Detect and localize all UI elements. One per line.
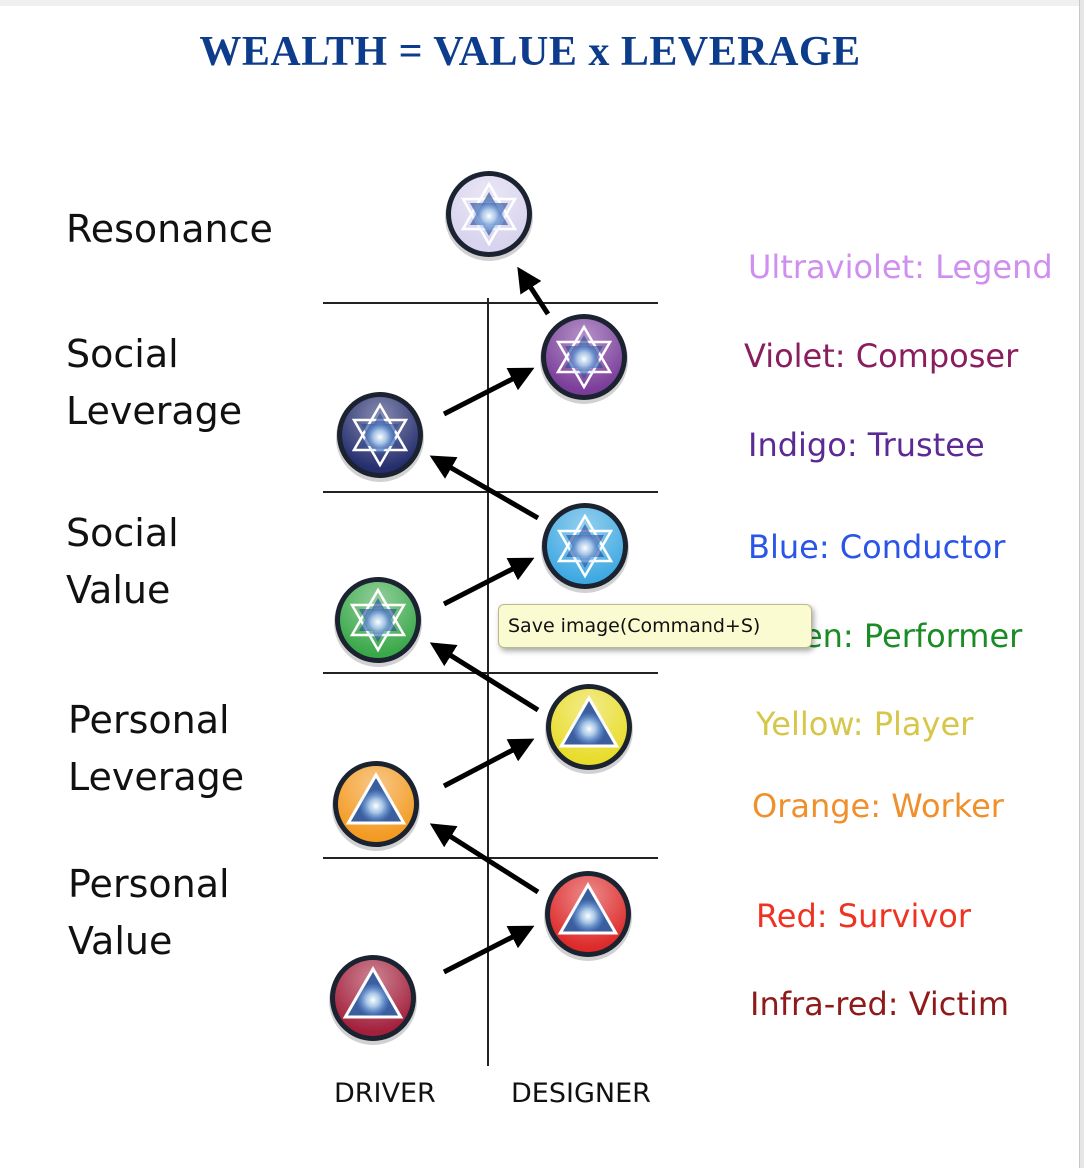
save-image-tooltip: Save image(Command+S) (498, 604, 812, 648)
arrow-violet-to-ultraviolet (517, 266, 551, 316)
arrow-orange-to-yellow (442, 738, 535, 789)
infrared-icon (329, 955, 417, 1045)
row-label-personal-value-2: Value (68, 919, 173, 963)
page-title: WEALTH = VALUE x LEVERAGE (199, 29, 861, 75)
row-label-personal-value-1: Personal (68, 862, 230, 906)
green-icon (334, 577, 422, 667)
violet-icon (540, 314, 628, 404)
scrollbar-edge[interactable] (1079, 0, 1084, 1168)
row-label-personal-leverage-2: Leverage (68, 755, 245, 799)
row-label-social-leverage-1: Social (66, 332, 179, 376)
column-label-driver: DRIVER (334, 1078, 436, 1109)
arrow-indigo-to-violet (442, 367, 535, 417)
level-label-indigo: Indigo: Trustee (748, 426, 985, 464)
level-label-red: Red: Survivor (756, 897, 971, 935)
arrow-blue-to-indigo (429, 455, 540, 521)
arrow-green-to-blue (442, 557, 535, 607)
ultraviolet-icon (445, 171, 533, 261)
window-top-strip (0, 0, 1084, 6)
level-label-violet: Violet: Composer (744, 337, 1019, 375)
row-label-social-value-1: Social (66, 511, 179, 555)
level-label-infrared: Infra-red: Victim (750, 985, 1009, 1023)
level-label-blue: Blue: Conductor (748, 528, 1006, 566)
level-label-ultraviolet: Ultraviolet: Legend (748, 248, 1053, 286)
arrow-infrared-to-red (442, 925, 535, 975)
row-label-social-leverage-2: Leverage (66, 389, 243, 433)
indigo-icon (336, 392, 424, 482)
row-label-personal-leverage-1: Personal (68, 698, 230, 742)
yellow-icon (545, 684, 633, 774)
red-icon (544, 871, 632, 961)
row-label-resonance: Resonance (66, 207, 273, 251)
arrow-red-to-orange (429, 823, 540, 895)
blue-icon (541, 503, 629, 593)
level-label-yellow: Yellow: Player (756, 705, 974, 743)
arrow-yellow-to-green (429, 642, 540, 713)
row-label-social-value-2: Value (66, 568, 171, 612)
orange-icon (332, 761, 420, 851)
column-label-designer: DESIGNER (511, 1078, 651, 1109)
level-label-orange: Orange: Worker (752, 787, 1004, 825)
